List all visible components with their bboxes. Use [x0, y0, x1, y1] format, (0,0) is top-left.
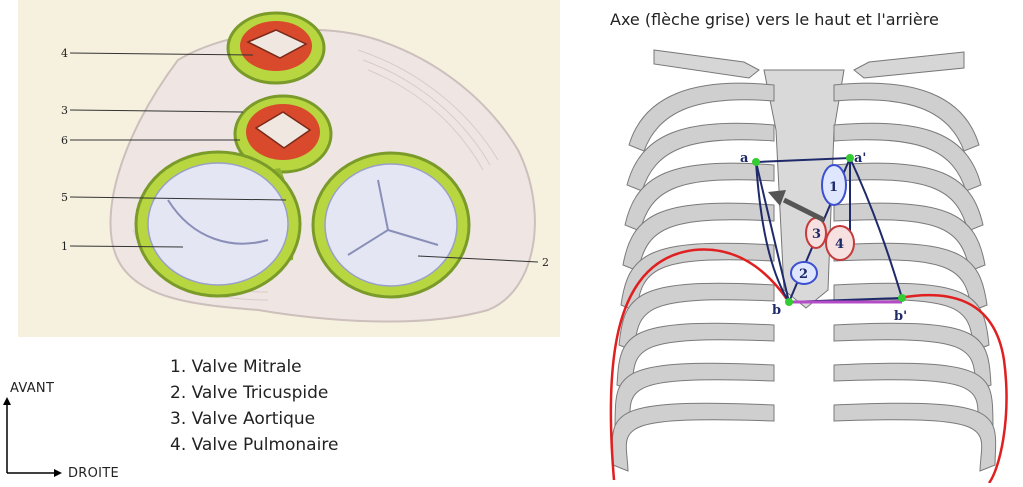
heart-label: 1 [61, 240, 68, 253]
axis-horizontal-arrowhead [54, 469, 62, 477]
right-caption: Axe (flèche grise) vers le haut et l'arr… [610, 10, 939, 29]
rib-right [628, 82, 775, 152]
heart-label: 5 [61, 191, 68, 204]
heart-valves-illustration: 4 3 6 5 1 2 [18, 0, 560, 337]
valve-label-4: 4 [835, 237, 844, 252]
rib-right [622, 202, 775, 272]
diaphragm-left-curve [898, 293, 1008, 484]
axis-arrow-shaft [782, 197, 826, 223]
leader-lines [69, 52, 539, 263]
thorax-svg: 1 2 3 4 a a' b b' [609, 49, 1008, 484]
rib-right [611, 402, 775, 472]
marker-aprime [846, 154, 854, 162]
rib-left [833, 202, 986, 272]
axis-vertical-arrowhead [3, 397, 11, 405]
clavicle-left [853, 51, 965, 79]
legend-item-aortic: 3. Valve Aortique [170, 409, 316, 429]
rib-left [833, 122, 982, 192]
pulmonary-valve-opening [246, 29, 308, 59]
legend-item-tricuspid: 2. Valve Tricuspide [170, 383, 329, 403]
aortic-valve-opening [254, 111, 312, 149]
clavicle-right [653, 49, 760, 79]
valve-4-outline [825, 225, 855, 261]
valve-label-1: 1 [829, 180, 838, 195]
legend-item-mitral: 1. Valve Mitrale [170, 357, 302, 377]
mitral-commissure [167, 199, 269, 245]
valve-1-outline [821, 164, 847, 206]
point-label-aprime: a' [854, 151, 866, 166]
thorax-projection-illustration: 1 2 3 4 a a' b b' [584, 40, 1023, 484]
tricuspid-commissures [347, 179, 439, 256]
rib-left [833, 82, 980, 152]
rib-left [833, 402, 997, 472]
sternum [763, 69, 845, 309]
mitral-valve-leaflets [147, 162, 289, 286]
valve-label-3: 3 [812, 227, 821, 242]
diaphragm-right-curve [609, 248, 791, 481]
axis-arrow-head [768, 190, 786, 206]
heart-label: 3 [61, 104, 68, 117]
valve-label-2: 2 [799, 267, 808, 282]
marker-bprime [898, 294, 906, 302]
heart-label: 4 [61, 47, 68, 60]
heart-label: 2 [542, 256, 549, 269]
line-a-b [755, 161, 790, 303]
heart-valves-svg: 4 3 6 5 1 2 [18, 0, 560, 337]
point-label-b: b [772, 303, 781, 318]
point-label-bprime: b' [894, 309, 907, 324]
heart-label: 6 [61, 134, 68, 147]
point-label-a: a [740, 151, 749, 166]
valve-legend: 1. Valve Mitrale 2. Valve Tricuspide 3. … [170, 354, 338, 458]
orientation-axes [3, 397, 62, 477]
legend-item-pulmonary: 4. Valve Pulmonaire [170, 435, 339, 455]
axis-label-droite: DROITE [68, 466, 120, 481]
rib-right [626, 122, 775, 192]
marker-b [785, 298, 793, 306]
axis-label-avant: AVANT [10, 381, 55, 396]
rib-cage [611, 82, 997, 472]
marker-a [752, 158, 760, 166]
valve-2-outline [790, 261, 818, 285]
tricuspid-valve-leaflets [324, 163, 458, 287]
